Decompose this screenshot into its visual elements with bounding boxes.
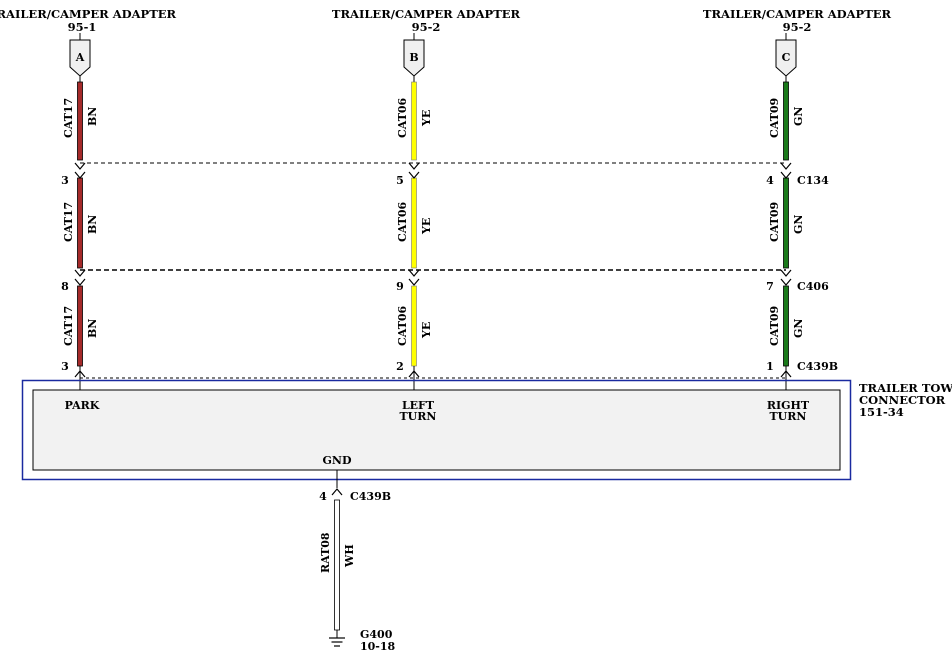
wire-column-b bbox=[411, 76, 417, 390]
terminal-park: PARK bbox=[65, 399, 100, 412]
wire-a-seg3 bbox=[77, 285, 83, 367]
pin-flag-a: A bbox=[69, 33, 91, 77]
wire-b-seg3-circuit: CAT06 bbox=[396, 305, 409, 346]
wire-b-seg2 bbox=[411, 177, 417, 269]
wire-a-seg2-circuit: CAT17 bbox=[62, 202, 75, 242]
wire-c-seg2-circuit: CAT09 bbox=[768, 202, 781, 242]
ground-connector: C439B bbox=[350, 490, 391, 503]
pin-flag-c-label: C bbox=[782, 51, 791, 64]
c439b-pin-c: 1 bbox=[766, 360, 774, 373]
wire-c-seg2 bbox=[783, 177, 789, 269]
ground-wire-circuit: RAT08 bbox=[319, 532, 332, 573]
wire-b-seg1-circuit: CAT06 bbox=[396, 97, 409, 138]
pin-flag-b-label: B bbox=[409, 51, 418, 64]
header-b-sub: 95-2 bbox=[412, 20, 441, 34]
terminal-left-line2: TURN bbox=[400, 410, 437, 423]
terminal-right-line1: RIGHT bbox=[767, 399, 810, 412]
module-name-line2: CONNECTOR bbox=[859, 393, 946, 407]
header-a-title: TRAILER/CAMPER ADAPTER bbox=[0, 7, 177, 21]
wire-c-seg1-color: GN bbox=[792, 107, 805, 126]
ground-name: G400 bbox=[360, 628, 393, 641]
module-name-line1: TRAILER TOW bbox=[859, 381, 952, 395]
wire-c-seg1-circuit: CAT09 bbox=[768, 98, 781, 138]
header-c-title: TRAILER/CAMPER ADAPTER bbox=[703, 7, 892, 21]
wire-a-seg3-color: BN bbox=[86, 319, 99, 338]
terminal-right-line2: TURN bbox=[770, 410, 807, 423]
terminal-gnd: GND bbox=[323, 454, 352, 467]
wire-c-seg1 bbox=[783, 81, 789, 161]
pin-flag-b: B bbox=[403, 33, 425, 77]
trailer-tow-connector-module: PARK LEFT TURN RIGHT TURN GND TRAILER TO… bbox=[21, 379, 952, 481]
c439b-name: C439B bbox=[797, 360, 838, 373]
ground-circuit: 4 C439B RAT08 WH G400 10-18 bbox=[319, 470, 396, 653]
c406-pin-c: 7 bbox=[766, 280, 774, 293]
wire-a-seg3-circuit: CAT17 bbox=[62, 306, 75, 346]
module-inner-box bbox=[32, 389, 841, 471]
ground-ref: 10-18 bbox=[360, 640, 396, 653]
wire-column-c bbox=[783, 76, 789, 390]
wire-a-seg2 bbox=[77, 177, 83, 269]
header-a: TRAILER/CAMPER ADAPTER 95-1 bbox=[0, 7, 177, 34]
wire-a-seg1 bbox=[77, 81, 83, 161]
wire-c-seg2-color: GN bbox=[792, 215, 805, 234]
module-ref: 151-34 bbox=[859, 405, 904, 419]
wire-c-seg3-color: GN bbox=[792, 319, 805, 338]
header-a-sub: 95-1 bbox=[68, 20, 97, 34]
c439b-pin-b: 2 bbox=[396, 360, 404, 373]
wire-a-seg1-color: BN bbox=[86, 107, 99, 126]
wire-c-seg3 bbox=[783, 285, 789, 367]
c134-pin-a: 3 bbox=[61, 174, 69, 187]
header-b-title: TRAILER/CAMPER ADAPTER bbox=[332, 7, 521, 21]
pin-flag-c: C bbox=[775, 33, 797, 77]
wire-b-seg3-color: YE bbox=[420, 322, 433, 339]
header-c: TRAILER/CAMPER ADAPTER 95-2 bbox=[703, 7, 892, 34]
module-outer-border bbox=[21, 379, 852, 481]
c406-pin-b: 9 bbox=[396, 280, 404, 293]
pin-flag-a-label: A bbox=[75, 51, 85, 64]
wire-b-seg2-circuit: CAT06 bbox=[396, 201, 409, 242]
wire-column-a bbox=[77, 76, 83, 390]
header-b: TRAILER/CAMPER ADAPTER 95-2 bbox=[332, 7, 521, 34]
c406-pin-a: 8 bbox=[61, 280, 69, 293]
connector-c439b: 3 2 1 C439B bbox=[61, 360, 838, 379]
header-c-sub: 95-2 bbox=[783, 20, 812, 34]
wire-b-seg1-color: YE bbox=[420, 110, 433, 127]
wire-b-seg2-color: YE bbox=[420, 218, 433, 235]
c134-pin-c: 4 bbox=[766, 174, 774, 187]
wire-a-seg2-color: BN bbox=[86, 215, 99, 234]
c134-pin-b: 5 bbox=[396, 174, 404, 187]
connector-c134: 3 5 4 C134 bbox=[61, 162, 829, 187]
c134-name: C134 bbox=[797, 174, 829, 187]
wire-b-seg3 bbox=[411, 285, 417, 367]
c406-name: C406 bbox=[797, 280, 829, 293]
ground-wire-color: WH bbox=[343, 544, 356, 568]
connector-c406: 8 9 7 C406 bbox=[61, 269, 829, 293]
terminal-left-line1: LEFT bbox=[402, 399, 435, 412]
wire-c-seg3-circuit: CAT09 bbox=[768, 306, 781, 346]
c439b-pin-a: 3 bbox=[61, 360, 69, 373]
ground-pin: 4 bbox=[319, 490, 327, 503]
wire-a-seg1-circuit: CAT17 bbox=[62, 98, 75, 138]
wire-b-seg1 bbox=[411, 81, 417, 161]
ground-wire bbox=[334, 499, 340, 631]
